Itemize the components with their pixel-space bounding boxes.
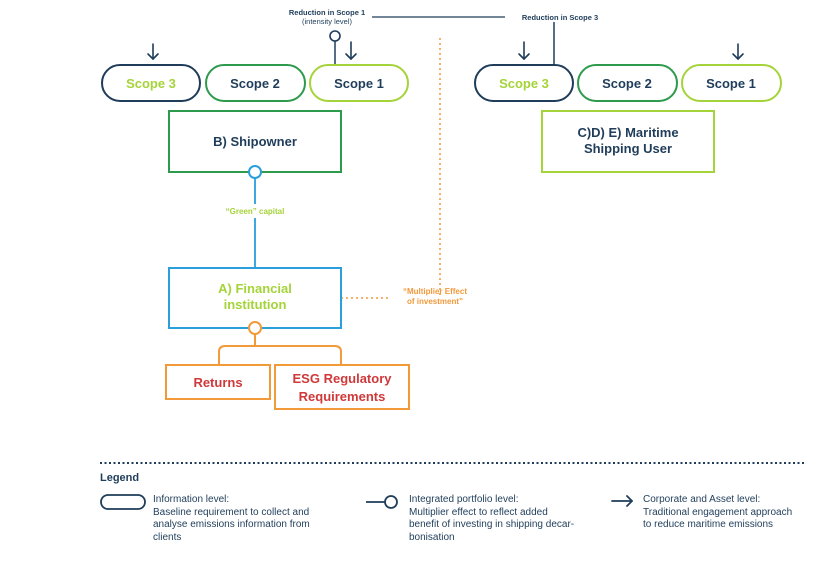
scope1-reduction-label-2: (intensity level) bbox=[302, 17, 353, 26]
left-scope2-pill: Scope 2 bbox=[205, 64, 306, 102]
pill-icon bbox=[100, 494, 146, 510]
legend-item-line: benefit of investing in shipping decar- bbox=[409, 519, 575, 530]
down-arrow-icon bbox=[147, 43, 159, 60]
left-scope3-label: Scope 3 bbox=[126, 76, 176, 91]
maritime-user-label-1: C)D) E) Maritime bbox=[577, 125, 678, 140]
down-arrow-icon bbox=[732, 43, 744, 60]
financial-institution-connector-circle bbox=[248, 321, 262, 335]
legend-item-corporate: Corporate and Asset level: Traditional e… bbox=[643, 494, 818, 532]
right-scope1-pill: Scope 1 bbox=[681, 64, 782, 102]
legend-item-line: analyse emissions information from bbox=[153, 519, 310, 530]
financial-institution-label-1: A) Financial bbox=[218, 281, 292, 296]
legend-item-title: Corporate and Asset level: bbox=[643, 494, 761, 505]
left-scope2-label: Scope 2 bbox=[230, 76, 280, 91]
right-scope2-label: Scope 2 bbox=[602, 76, 652, 91]
legend-item-line: to reduce maritime emissions bbox=[643, 519, 774, 530]
maritime-user-label-2: Shipping User bbox=[584, 141, 672, 156]
right-scope1-label: Scope 1 bbox=[706, 76, 756, 91]
left-scope1-pill: Scope 1 bbox=[309, 64, 409, 102]
left-scope1-label: Scope 1 bbox=[334, 76, 384, 91]
right-scope2-pill: Scope 2 bbox=[577, 64, 678, 102]
legend-item-line: Baseline requirement to collect and bbox=[153, 506, 310, 518]
esg-box: ESG Regulatory Requirements bbox=[274, 364, 410, 410]
green-capital-label: “Green” capital bbox=[226, 207, 285, 216]
scope1-reduction-label-1: Reduction in Scope 1 bbox=[289, 8, 365, 17]
legend-item-line: Multiplier effect to reflect added bbox=[409, 506, 548, 518]
legend-item-line: Traditional engagement approach bbox=[643, 506, 793, 518]
down-arrow-icon bbox=[345, 41, 357, 60]
scope3-reduction-label: Reduction in Scope 3 bbox=[522, 13, 598, 22]
financial-institution-box: A) Financial institution bbox=[168, 267, 342, 329]
multiplier-label-1: “Multiplier Effect bbox=[403, 287, 467, 296]
green-capital-bg bbox=[214, 204, 296, 218]
top-connectors bbox=[329, 16, 555, 67]
maritime-user-box: C)D) E) Maritime Shipping User bbox=[541, 110, 715, 173]
shipowner-connector-circle bbox=[248, 165, 262, 179]
legend-item-title: Integrated portfolio level: bbox=[409, 494, 519, 505]
legend-title: Legend bbox=[100, 472, 140, 484]
returns-label: Returns bbox=[193, 375, 242, 390]
arrow-icon bbox=[611, 495, 633, 507]
right-scope3-label: Scope 3 bbox=[499, 76, 549, 91]
legend-item-information: Information level: Baseline requirement … bbox=[153, 494, 353, 544]
circle-line-icon bbox=[366, 495, 398, 509]
shipowner-box: B) Shipowner bbox=[168, 110, 342, 173]
legend-item-integrated: Integrated portfolio level: Multiplier e… bbox=[409, 494, 604, 544]
esg-label-1: ESG Regulatory bbox=[293, 371, 393, 386]
down-arrow-icon bbox=[518, 41, 530, 60]
right-scope3-pill: Scope 3 bbox=[474, 64, 574, 102]
shipowner-label: B) Shipowner bbox=[213, 134, 297, 149]
financial-institution-label-2: institution bbox=[224, 297, 287, 312]
esg-label-2: Requirements bbox=[299, 389, 386, 404]
legend-item-title: Information level: bbox=[153, 494, 230, 505]
multiplier-label-2: of investment” bbox=[407, 297, 463, 306]
scope1-connector-circle bbox=[329, 30, 341, 42]
returns-box: Returns bbox=[165, 364, 271, 400]
returns-esg-bracket bbox=[218, 334, 342, 365]
legend-item-line: clients bbox=[153, 531, 182, 543]
legend-item-line: bonisation bbox=[409, 531, 455, 543]
left-scope3-pill: Scope 3 bbox=[101, 64, 201, 102]
